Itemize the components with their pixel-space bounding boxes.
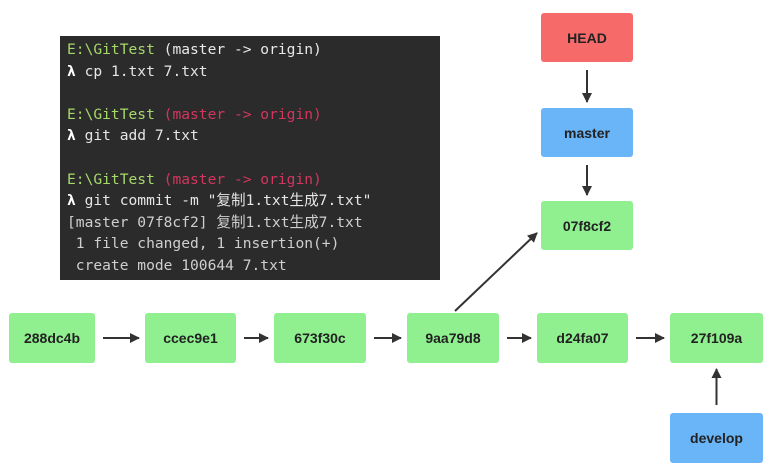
lambda-prompt-icon: λ	[67, 127, 76, 145]
terminal-path: E:\GitTest	[67, 170, 155, 188]
master-ref-node: master	[541, 108, 633, 157]
develop-ref-node: develop	[670, 413, 763, 463]
commit-node-673f30c: 673f30c	[274, 313, 366, 363]
commit-node-27f109a: 27f109a	[670, 313, 763, 363]
lambda-prompt-icon: λ	[67, 192, 76, 210]
terminal-branch: (master -> origin)	[154, 41, 322, 58]
terminal-command-line: λ cp 1.txt 7.txt	[67, 61, 440, 83]
terminal-command-line: λ git add 7.txt	[67, 125, 440, 147]
commit-node-288dc4b: 288dc4b	[9, 313, 95, 363]
terminal-prompt-path-line: E:\GitTest (master -> origin)	[67, 104, 440, 126]
terminal-command: cp 1.txt 7.txt	[75, 62, 208, 80]
terminal-command-line: λ git commit -m "复制1.txt生成7.txt"	[67, 190, 440, 212]
terminal-branch: (master -> origin)	[154, 170, 322, 188]
terminal-command: git add 7.txt	[75, 127, 199, 145]
lambda-prompt-icon: λ	[67, 62, 76, 80]
terminal-output-line: 1 file changed, 1 insertion(+)	[67, 235, 340, 253]
terminal-prompt-path-line: E:\GitTest (master -> origin)	[67, 39, 440, 61]
commit-node-d24fa07: d24fa07	[537, 313, 628, 363]
terminal-path: E:\GitTest	[67, 105, 155, 123]
terminal-command: git commit -m "复制1.txt生成7.txt"	[75, 192, 372, 210]
arrow-c4-to-c7	[454, 232, 538, 312]
commit-node-ccec9e1: ccec9e1	[145, 313, 236, 363]
terminal-output-line: [master 07f8cf2] 复制1.txt生成7.txt	[67, 213, 363, 231]
terminal-window: E:\GitTest (master -> origin)λ cp 1.txt …	[60, 36, 440, 280]
terminal-path: E:\GitTest	[67, 41, 155, 58]
commit-node-9aa79d8: 9aa79d8	[407, 313, 499, 363]
terminal-branch: (master -> origin)	[154, 105, 322, 123]
commit-node-07f8cf2: 07f8cf2	[541, 201, 633, 250]
terminal-output-line: create mode 100644 7.txt	[67, 256, 287, 274]
terminal-prompt-path-line: E:\GitTest (master -> origin)	[67, 169, 440, 191]
head-ref-node: HEAD	[541, 13, 633, 62]
